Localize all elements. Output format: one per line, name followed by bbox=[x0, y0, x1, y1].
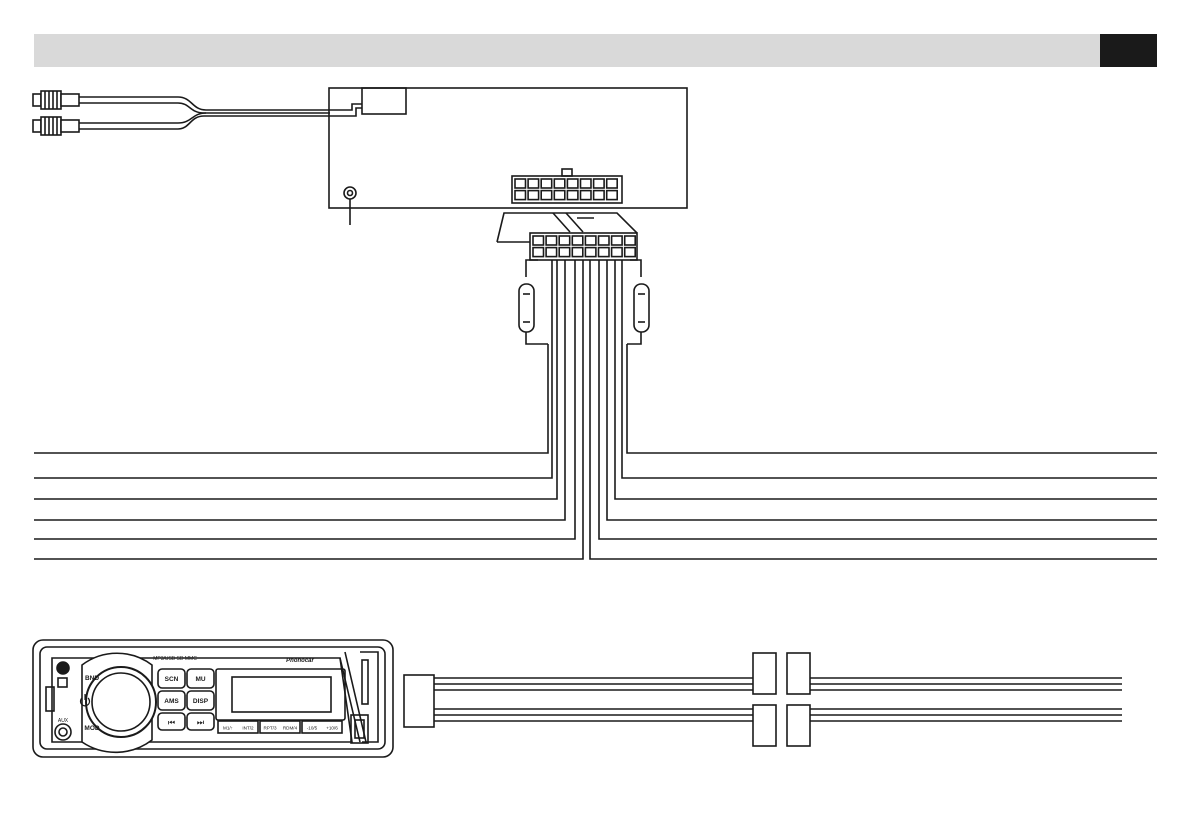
fuse-holder-left bbox=[519, 260, 548, 344]
connector-pin bbox=[594, 191, 605, 200]
model-label: MP3/USB SD MMC bbox=[153, 656, 197, 662]
next-icon: ⏭ bbox=[197, 718, 204, 727]
connector-pin bbox=[581, 191, 592, 200]
iso-socket bbox=[512, 169, 622, 203]
rca-connector-bottom bbox=[33, 117, 79, 135]
connector-pin bbox=[515, 191, 526, 200]
connector-pin bbox=[546, 248, 557, 257]
preset-1-label[interactable]: M1/↑ bbox=[223, 726, 233, 731]
preset-5-label[interactable]: -10/5 bbox=[307, 726, 318, 731]
connector-pin bbox=[559, 236, 570, 245]
connector-pin bbox=[625, 248, 636, 257]
connector-pin bbox=[585, 236, 596, 245]
mod-button-label[interactable]: MOD bbox=[84, 725, 99, 732]
radio-display bbox=[216, 669, 345, 720]
iso-connector-plug bbox=[404, 675, 434, 727]
brand-label: Phonocar bbox=[286, 658, 314, 664]
connector-pin bbox=[567, 191, 578, 200]
preset-4-label[interactable]: RDM/4 bbox=[283, 726, 298, 731]
mute-button-label[interactable]: MU bbox=[195, 676, 205, 683]
extension-cable-wires bbox=[434, 678, 1122, 721]
connector-pin bbox=[533, 248, 544, 257]
connector-pin bbox=[554, 191, 565, 200]
band-button-label[interactable]: BND bbox=[85, 675, 99, 682]
release-button[interactable] bbox=[58, 678, 67, 687]
aux-label: AUX bbox=[58, 718, 69, 724]
connector-pin bbox=[572, 248, 583, 257]
connector-pin bbox=[599, 248, 610, 257]
connector-pin bbox=[594, 179, 605, 188]
fuse-holder-right bbox=[627, 260, 649, 344]
power-indicator bbox=[57, 662, 69, 674]
prev-icon: ⏮ bbox=[168, 718, 175, 727]
preset-3-label[interactable]: RPT/3 bbox=[263, 726, 276, 731]
connector-pin bbox=[533, 236, 544, 245]
rca-cable bbox=[79, 97, 330, 129]
iso-plug bbox=[497, 213, 637, 260]
connector-pin bbox=[612, 248, 623, 257]
disp-button-label[interactable]: DISP bbox=[193, 698, 209, 705]
connector-pin bbox=[559, 248, 570, 257]
harness-wires bbox=[34, 260, 1157, 559]
preset-6-label[interactable]: +10/6 bbox=[326, 726, 338, 731]
speaker-connector-left bbox=[753, 653, 776, 746]
connector-pin bbox=[528, 179, 539, 188]
connector-pin bbox=[567, 179, 578, 188]
connector-pin bbox=[581, 179, 592, 188]
connector-pin bbox=[572, 236, 583, 245]
connector-pin bbox=[612, 236, 623, 245]
preset-buttons[interactable] bbox=[218, 721, 342, 733]
speaker-connector-right bbox=[787, 653, 810, 746]
connector-pin bbox=[546, 236, 557, 245]
connector-pin bbox=[625, 236, 636, 245]
connector-pin bbox=[541, 191, 552, 200]
radio-back-panel bbox=[329, 88, 687, 225]
connector-pin bbox=[528, 191, 539, 200]
radio-knob[interactable] bbox=[82, 653, 156, 752]
connector-pin bbox=[607, 179, 618, 188]
connector-pin bbox=[515, 179, 526, 188]
rca-connector-top bbox=[33, 91, 79, 109]
connector-pin bbox=[554, 179, 565, 188]
connector-pin bbox=[607, 191, 618, 200]
ams-button-label[interactable]: AMS bbox=[164, 698, 179, 705]
connector-pin bbox=[599, 236, 610, 245]
aux-jack bbox=[55, 724, 71, 740]
connector-pin bbox=[541, 179, 552, 188]
scan-button-label[interactable]: SCN bbox=[165, 676, 179, 683]
preset-2-label[interactable]: INT/2 bbox=[242, 726, 254, 731]
sd-slot bbox=[362, 660, 368, 704]
connector-pin bbox=[585, 248, 596, 257]
